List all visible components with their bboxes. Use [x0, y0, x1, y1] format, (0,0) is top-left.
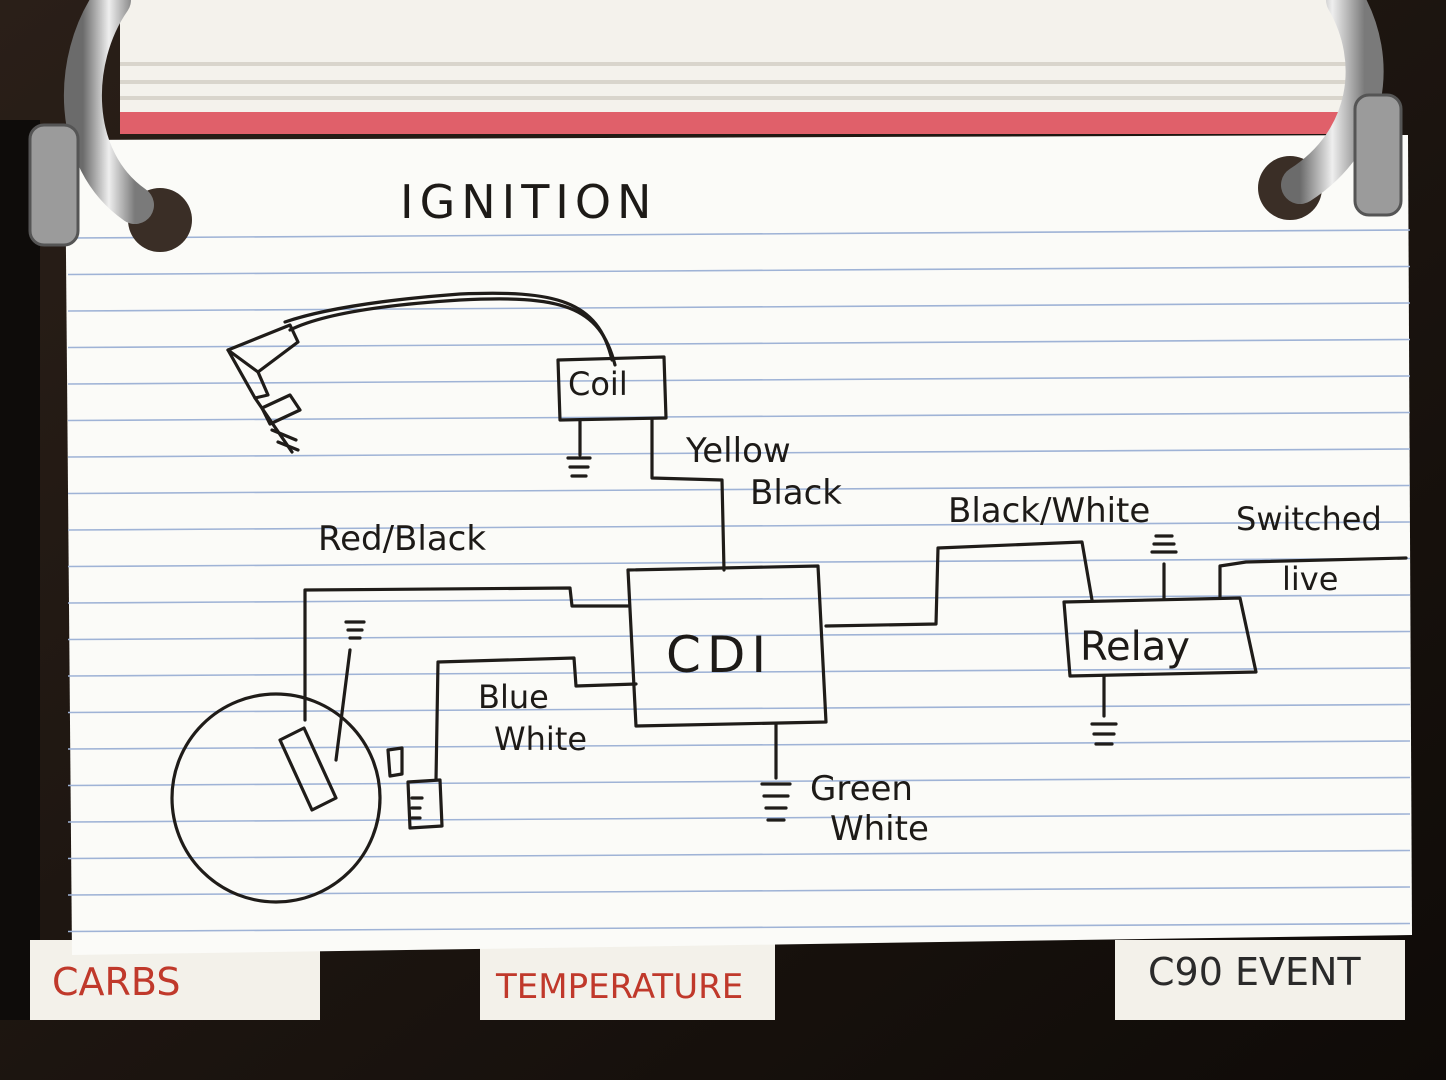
ruled-line [67, 630, 1411, 641]
ruled-lines [67, 229, 1411, 933]
cdi-label: CDI [666, 626, 772, 684]
coil-box [556, 355, 668, 422]
tab-carbs-label: CARBS [52, 960, 180, 1004]
ruled-line [67, 703, 1411, 714]
ruled-line [67, 302, 1411, 312]
ruled-line [67, 375, 1411, 385]
cdi-box [626, 564, 828, 728]
wire-label-green: Green [810, 769, 913, 809]
card-title: IGNITION [400, 175, 657, 229]
generator-stator [170, 620, 404, 904]
coil-label: Coil [568, 365, 628, 403]
wire-label-black-white: Black/White [948, 491, 1150, 531]
ruled-line [67, 521, 1411, 531]
wire-switched-live [1218, 556, 1408, 600]
index-card [65, 135, 1412, 955]
ruled-line [67, 229, 1411, 239]
ruled-line [67, 411, 1411, 422]
ruled-line [67, 740, 1411, 750]
ruled-line [67, 667, 1411, 677]
pickup-connector [406, 778, 444, 830]
relay-ground-bottom [1090, 674, 1118, 746]
tab-c90-event-label: C90 EVENT [1148, 950, 1361, 994]
wire-label-live: live [1282, 560, 1338, 598]
ruled-line [67, 265, 1411, 276]
spark-plug [226, 291, 617, 454]
wire-label-red-black: Red/Black [318, 519, 486, 559]
wire-yellow-black [650, 418, 726, 572]
wire-label-white-blue: White [494, 720, 587, 758]
ruled-line [67, 594, 1411, 604]
ruled-line [67, 448, 1411, 458]
binder-rings [28, 0, 1403, 247]
wire-black-white [824, 540, 1094, 628]
relay-label: Relay [1080, 624, 1190, 670]
ruled-line [67, 557, 1411, 568]
card-stack [120, 0, 1350, 134]
ruled-line [67, 886, 1411, 896]
wire-label-white-green: White [830, 809, 929, 849]
ruled-line [67, 484, 1411, 495]
wire-red-black [303, 586, 630, 722]
ruled-line [67, 776, 1411, 787]
wire-blue-white [434, 656, 638, 782]
coil-ground-symbol [566, 418, 592, 478]
wire-label-switched: Switched [1236, 500, 1382, 538]
ruled-line [67, 849, 1411, 860]
wire-label-blue: Blue [478, 678, 549, 716]
tab-temperature[interactable] [480, 940, 775, 1020]
relay-box [1062, 596, 1258, 678]
ruled-line [67, 922, 1411, 933]
divider-tabs: CARBS TEMPERATURE C90 EVENT [30, 940, 1405, 1020]
binder-edge [0, 120, 40, 1020]
tab-temperature-label: TEMPERATURE [495, 967, 743, 1007]
relay-ground-top [1150, 534, 1178, 600]
tab-c90-event[interactable] [1115, 940, 1405, 1020]
cdi-ground-symbol [760, 722, 792, 822]
red-card-edge [120, 112, 1350, 134]
ruled-line [67, 813, 1411, 823]
wire-label-black: Black [750, 473, 842, 513]
wire-label-yellow: Yellow [685, 431, 791, 471]
